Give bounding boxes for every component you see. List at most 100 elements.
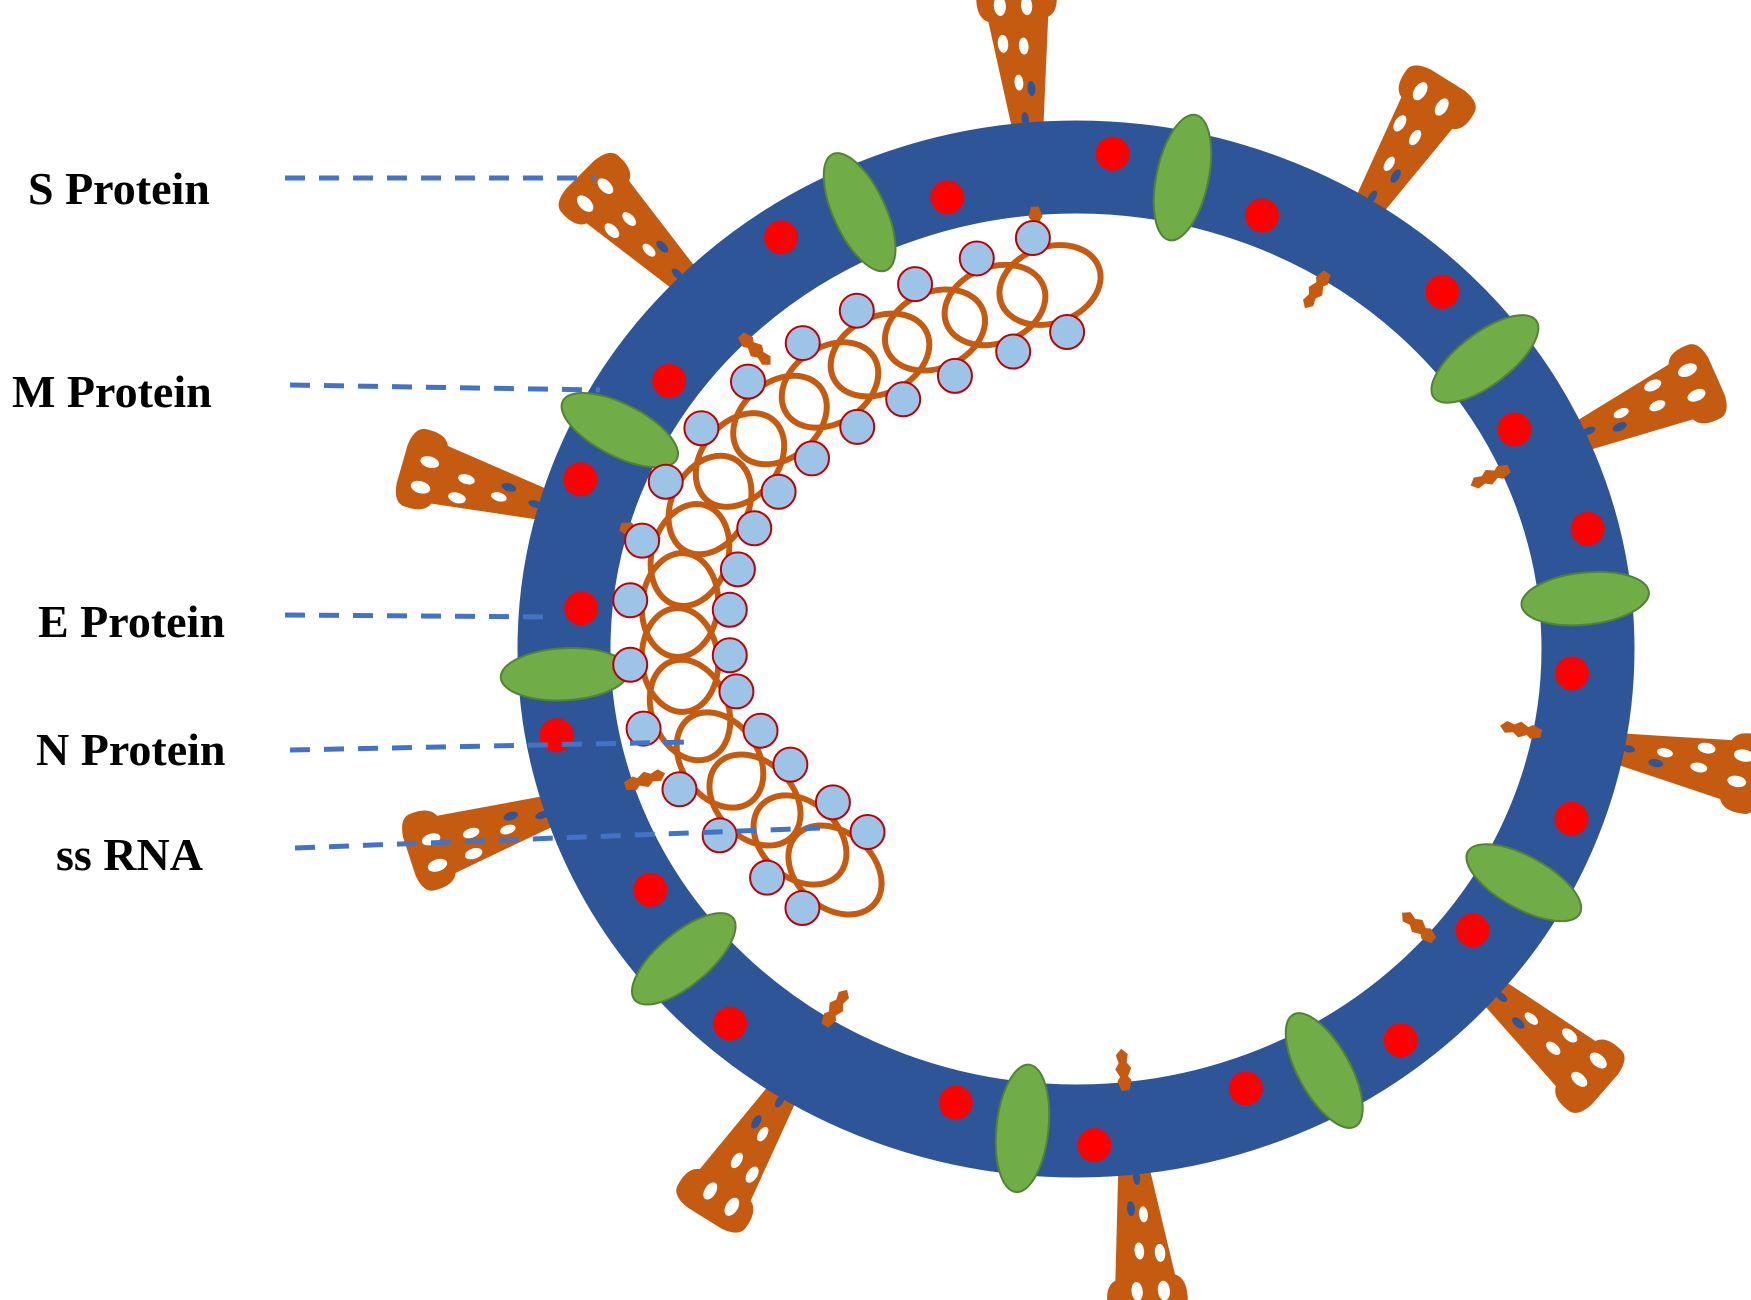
n-protein bbox=[718, 673, 755, 710]
e-protein bbox=[1497, 412, 1532, 447]
n-protein bbox=[736, 510, 773, 547]
spike-anchor bbox=[1500, 720, 1543, 739]
n-protein bbox=[1014, 220, 1051, 257]
e-protein bbox=[1570, 511, 1605, 546]
spike-stem bbox=[1303, 270, 1331, 309]
spike-stem bbox=[821, 989, 849, 1028]
spike-anchor bbox=[1402, 912, 1437, 944]
spike-hole bbox=[1649, 400, 1666, 412]
m-protein bbox=[1520, 570, 1650, 627]
leader-n-protein bbox=[289, 739, 691, 753]
m-protein bbox=[560, 392, 680, 469]
e-protein bbox=[633, 872, 668, 907]
n-protein bbox=[897, 266, 934, 303]
spike-hole bbox=[1678, 363, 1697, 377]
spike-hole bbox=[1613, 407, 1629, 419]
leader-ss-rna bbox=[294, 825, 821, 851]
rna-loop bbox=[941, 261, 1049, 349]
spike-hole bbox=[757, 1126, 769, 1142]
rna-loop bbox=[996, 242, 1104, 328]
spike-hole bbox=[1134, 1242, 1145, 1260]
spike-hole bbox=[410, 480, 431, 494]
spike-stem bbox=[1500, 720, 1543, 739]
spike-hole bbox=[604, 223, 620, 238]
spike-hole bbox=[458, 474, 475, 485]
spike-anchor bbox=[738, 332, 771, 365]
spike-hole bbox=[1027, 81, 1036, 97]
spike-hole bbox=[703, 1182, 718, 1200]
spike-hole bbox=[745, 1166, 759, 1183]
n-protein bbox=[1049, 313, 1086, 350]
n-protein bbox=[760, 473, 797, 510]
leader-lines-front bbox=[284, 175, 821, 851]
m-protein bbox=[1152, 113, 1213, 242]
spike-hole bbox=[1383, 156, 1395, 172]
spike-hole bbox=[1562, 1028, 1578, 1043]
m-protein bbox=[1465, 843, 1583, 923]
spike-hole bbox=[622, 212, 637, 226]
e-protein bbox=[930, 180, 965, 215]
label-n-protein: N Protein bbox=[36, 724, 226, 775]
label-e-protein: E Protein bbox=[38, 596, 225, 647]
spike-hole bbox=[1014, 74, 1024, 91]
n-protein bbox=[729, 363, 766, 400]
m-protein bbox=[822, 152, 897, 273]
label-ss-rna: ss RNA bbox=[56, 829, 203, 880]
spike-stem bbox=[623, 769, 666, 791]
spike-stem bbox=[1470, 464, 1511, 489]
spike-hole bbox=[1131, 1281, 1143, 1300]
spike-hole bbox=[1154, 1243, 1166, 1262]
spike-hole bbox=[1393, 115, 1407, 132]
spike-hole bbox=[420, 456, 440, 469]
spike-stem bbox=[738, 332, 771, 365]
spike-hole bbox=[501, 483, 517, 492]
spike-hole bbox=[1657, 748, 1673, 758]
spike-hole bbox=[500, 824, 516, 835]
spike-hole bbox=[1571, 1071, 1588, 1087]
e-protein bbox=[1228, 1071, 1263, 1106]
spike-stem bbox=[1115, 1048, 1132, 1091]
spike-hole bbox=[1612, 422, 1627, 432]
n-protein bbox=[742, 712, 779, 749]
spike-hole bbox=[464, 848, 483, 860]
spike-hole bbox=[1157, 1280, 1170, 1300]
spike-hole bbox=[1687, 388, 1706, 402]
spike-hole bbox=[576, 195, 594, 212]
n-protein bbox=[624, 522, 661, 559]
e-protein-group bbox=[539, 136, 1605, 1163]
m-protein bbox=[1430, 314, 1540, 404]
n-protein bbox=[701, 817, 738, 854]
leader-e-protein bbox=[284, 612, 556, 620]
n-protein bbox=[625, 710, 662, 747]
e-protein bbox=[1383, 1023, 1418, 1058]
n-protein bbox=[885, 381, 922, 418]
e-protein bbox=[1554, 801, 1589, 836]
m-protein bbox=[630, 912, 737, 1006]
e-protein bbox=[1554, 656, 1589, 691]
n-protein bbox=[683, 410, 720, 447]
spike-hole bbox=[1546, 1041, 1561, 1055]
e-protein bbox=[1095, 136, 1130, 171]
n-protein-group bbox=[612, 220, 1086, 926]
spike-hole bbox=[642, 243, 656, 257]
spike-anchor bbox=[821, 989, 849, 1028]
spike-hole bbox=[1524, 1012, 1538, 1025]
rna-loop bbox=[827, 310, 933, 400]
n-protein bbox=[839, 408, 876, 445]
spike-anchor bbox=[623, 769, 666, 791]
e-protein bbox=[713, 1006, 748, 1041]
m-protein bbox=[1284, 1012, 1364, 1129]
e-protein bbox=[1077, 1128, 1112, 1163]
n-protein bbox=[647, 463, 684, 500]
spike-hole bbox=[751, 1115, 762, 1129]
m-protein bbox=[994, 1063, 1051, 1194]
spike-hole bbox=[1434, 98, 1449, 116]
spike-hole bbox=[656, 240, 669, 253]
label-m-protein: M Protein bbox=[12, 366, 212, 417]
spike-hole bbox=[1020, 0, 1033, 16]
n-protein bbox=[849, 814, 886, 851]
n-protein bbox=[838, 292, 875, 329]
spike-anchor bbox=[1115, 1048, 1132, 1091]
n-protein bbox=[711, 591, 748, 628]
spike-hole bbox=[1511, 1017, 1525, 1029]
